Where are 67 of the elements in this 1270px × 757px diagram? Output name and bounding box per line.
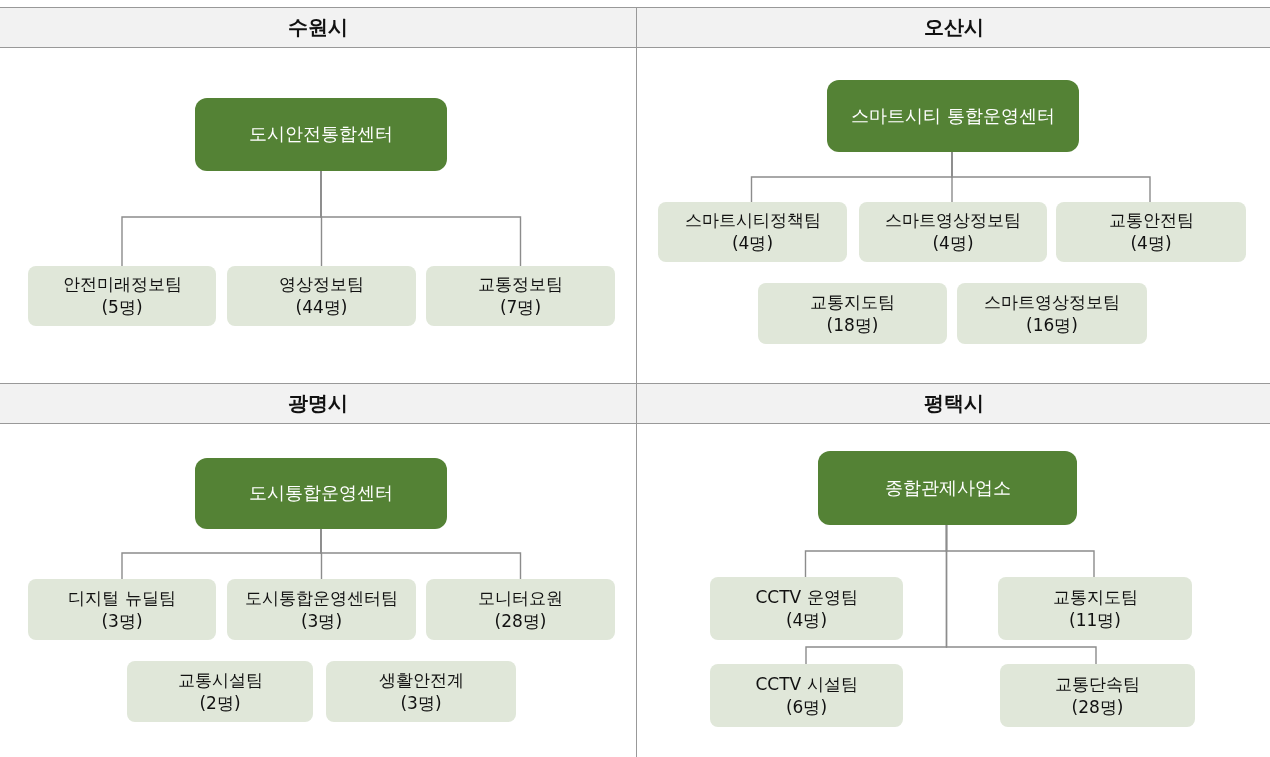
center-box bbox=[195, 458, 447, 529]
team-box bbox=[658, 202, 847, 262]
unit-name: 교통시설팀 bbox=[177, 668, 263, 692]
staff-count: (4명) bbox=[785, 608, 828, 632]
unit-name: 도시통합운영센터 bbox=[249, 481, 393, 506]
unit-name: 스마트시티 통합운영센터 bbox=[851, 103, 1055, 128]
team-box bbox=[859, 202, 1047, 262]
staff-count: (3명) bbox=[300, 609, 343, 633]
team-box bbox=[326, 661, 516, 722]
team-box bbox=[426, 266, 615, 326]
staff-count: (4명) bbox=[1130, 232, 1172, 255]
unit-name: 도시통합운영센터팀 bbox=[245, 586, 398, 610]
unit-name: 스마트시티정책팀 bbox=[684, 209, 821, 232]
team-box bbox=[1000, 664, 1195, 727]
staff-count: (7명) bbox=[499, 296, 542, 319]
team-box bbox=[227, 266, 416, 326]
unit-name: CCTV 시설팀 bbox=[755, 672, 858, 696]
team-box bbox=[1056, 202, 1246, 262]
unit-name: 교통정보팀 bbox=[478, 273, 563, 296]
staff-count: (11명) bbox=[1069, 608, 1121, 632]
center-box bbox=[818, 451, 1077, 525]
staff-count: (3명) bbox=[101, 609, 143, 633]
staff-count: (6명) bbox=[785, 695, 828, 719]
unit-name: 교통단속팀 bbox=[1055, 672, 1140, 696]
unit-name: 스마트영상정보팀 bbox=[885, 209, 1021, 232]
region-header: 오산시 bbox=[637, 7, 1270, 48]
staff-count: (28명) bbox=[494, 609, 547, 633]
unit-name: 모니터요원 bbox=[478, 586, 563, 610]
staff-count: (4명) bbox=[932, 232, 974, 255]
unit-name: 종합관제사업소 bbox=[884, 475, 1011, 500]
team-box bbox=[957, 283, 1147, 344]
unit-name: 교통지도팀 bbox=[810, 290, 895, 314]
region-header: 광명시 bbox=[0, 383, 636, 424]
staff-count: (18명) bbox=[826, 313, 879, 337]
staff-count: (44명) bbox=[295, 296, 348, 319]
team-box bbox=[28, 579, 216, 640]
connector-line bbox=[945, 524, 1097, 665]
connector-line bbox=[320, 528, 522, 580]
connector-line bbox=[320, 170, 522, 267]
unit-name: 교통지도팀 bbox=[1052, 585, 1138, 609]
unit-name: 안전미래정보팀 bbox=[62, 273, 182, 296]
region-header: 수원시 bbox=[0, 7, 636, 48]
team-box bbox=[28, 266, 216, 326]
team-box bbox=[227, 579, 416, 640]
unit-name: 생활안전계 bbox=[378, 668, 464, 692]
unit-name: 도시안전통합센터 bbox=[249, 122, 393, 147]
center-box bbox=[195, 98, 447, 171]
staff-count: (3명) bbox=[400, 691, 442, 715]
team-box bbox=[758, 283, 947, 344]
unit-name: CCTV 운영팀 bbox=[755, 585, 858, 609]
connector-line bbox=[951, 151, 1151, 203]
staff-count: (5명) bbox=[101, 296, 143, 319]
staff-count: (4명) bbox=[731, 232, 774, 255]
unit-name: 교통안전팀 bbox=[1108, 209, 1194, 232]
center-box bbox=[827, 80, 1079, 152]
staff-count: (28명) bbox=[1071, 695, 1124, 719]
team-box bbox=[998, 577, 1192, 640]
team-box bbox=[710, 664, 903, 727]
unit-name: 스마트영상정보팀 bbox=[984, 290, 1120, 314]
team-box bbox=[426, 579, 615, 640]
unit-name: 영상정보팀 bbox=[279, 273, 364, 296]
team-box bbox=[710, 577, 903, 640]
staff-count: (16명) bbox=[1026, 313, 1078, 337]
region-header: 평택시 bbox=[637, 383, 1270, 424]
unit-name: 디지털 뉴딜팀 bbox=[68, 586, 176, 610]
staff-count: (2명) bbox=[199, 691, 241, 715]
team-box bbox=[127, 661, 313, 722]
